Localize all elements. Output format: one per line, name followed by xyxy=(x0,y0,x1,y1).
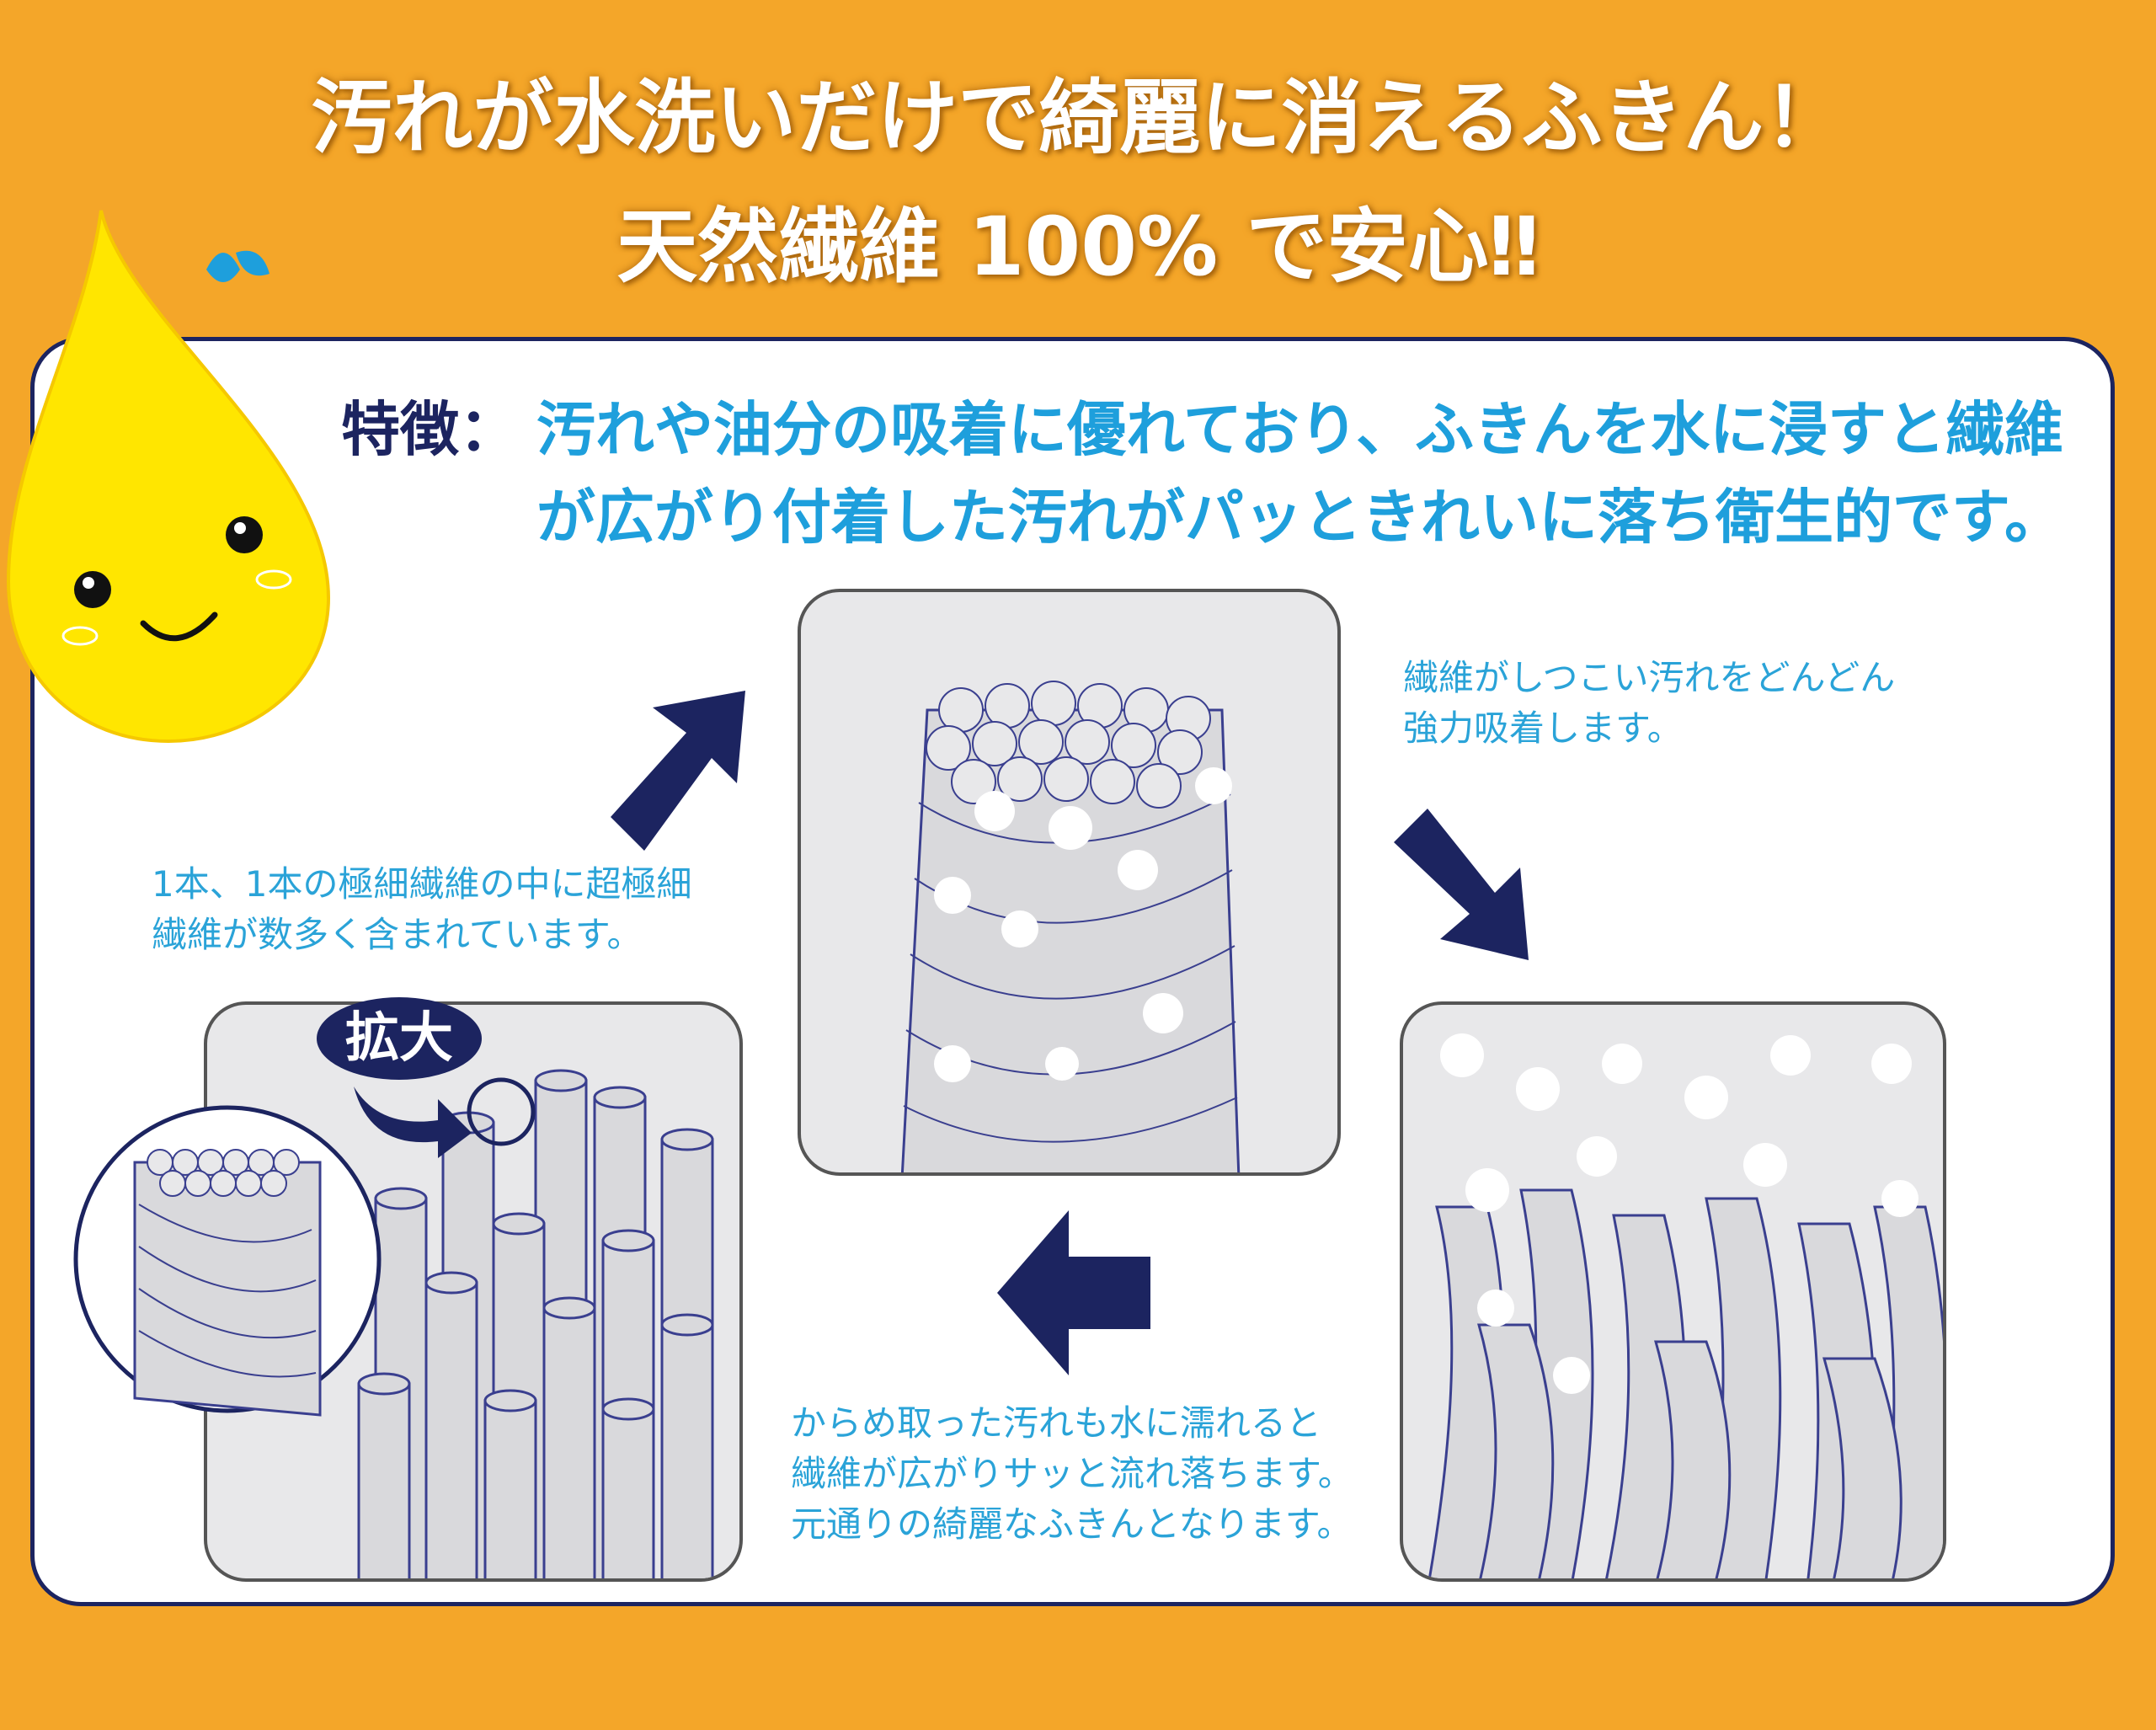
fiber-panel-center xyxy=(798,589,1341,1176)
fiber-panel-right xyxy=(1400,1001,1946,1582)
dirt-particles xyxy=(1440,1033,1919,1394)
feature-label: 特徴： xyxy=(341,395,518,464)
note-rinse: からめ取った汚れも水に濡れると 繊維が広がりサッと流れ落ちます。 元通りの綺麗な… xyxy=(791,1402,1353,1545)
headline-line-1: 汚れが水洗いだけで綺麗に消えるふきん！ xyxy=(311,71,1845,165)
arrow-left-icon xyxy=(997,1210,1150,1375)
note-absorb: 繊維がしつこい汚れをどんどん 強力吸着します。 xyxy=(1403,657,1896,749)
zoom-label-bubble: 拡大 xyxy=(317,997,482,1080)
zoom-arrow-icon xyxy=(354,1077,536,1158)
dirt-particles xyxy=(934,767,1232,1082)
mascot-drop-icon xyxy=(6,210,331,744)
straight-fibers-illustration xyxy=(357,1069,714,1578)
arrow-up-right-icon xyxy=(611,691,745,851)
note-microfiber: 1本、1本の極細繊維の中に超極細 繊維が数多く含まれています。 xyxy=(152,863,692,955)
headline-line-2: 天然繊維 100% で安心‼ xyxy=(616,200,1540,294)
feature-description: 汚れや油分の吸着に優れており、ふきんを水に浸すと繊維が広がり付着した汚れがパッと… xyxy=(536,395,2063,552)
spread-fibers-illustration xyxy=(1428,1033,1943,1578)
twisted-fiber-illustration xyxy=(900,681,1241,1172)
magnifier-circle xyxy=(73,1105,382,1417)
arrow-down-right-icon xyxy=(1394,809,1529,960)
